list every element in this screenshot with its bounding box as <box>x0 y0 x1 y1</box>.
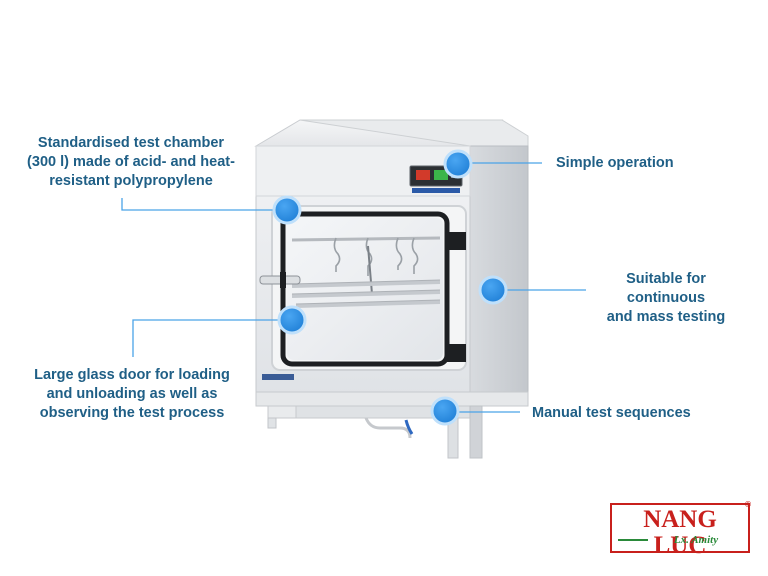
logo-name: NANG LUC <box>643 506 717 559</box>
callout-manual-line-1: Manual test sequences <box>532 405 691 421</box>
callout-simple-line-1: Simple operation <box>556 155 674 171</box>
leader-lines <box>121 162 586 413</box>
marker-suitable <box>478 275 508 305</box>
logo-tagline: Lx. Amity <box>673 534 719 546</box>
door-hinge-top <box>446 232 466 250</box>
marker-chamber <box>272 195 302 225</box>
marker-door <box>277 305 307 335</box>
marker-manual <box>430 396 460 426</box>
glass-door-gasket <box>280 211 450 367</box>
callout-door: Large glass door for loading and unloadi… <box>12 366 252 423</box>
nameplate <box>262 374 294 380</box>
callout-chamber-line-1: Standardised test chamber <box>37 135 225 151</box>
callout-chamber: Standardised test chamber (300 l) made o… <box>6 134 256 191</box>
cabinet-base <box>255 391 529 407</box>
cabinet-side <box>469 145 529 401</box>
logo-frame <box>610 503 750 553</box>
glass-door-window <box>287 218 443 360</box>
marker-simple-operation <box>443 149 473 179</box>
door-hinge-bottom <box>446 344 466 362</box>
callout-suitable-line-1: Suitable for continuous <box>626 271 706 306</box>
callout-suitable: Suitable for continuous and mass testing <box>586 270 746 327</box>
callout-door-line-2: and unloading as well as <box>46 386 218 402</box>
logo-registered-mark: ® <box>744 500 752 509</box>
callout-markers <box>272 149 508 426</box>
callout-suitable-line-2: and mass testing <box>606 309 726 325</box>
callout-manual: Manual test sequences <box>532 404 691 423</box>
callout-door-line-1: Large glass door for loading <box>34 367 230 383</box>
callout-chamber-line-2: (300 l) made of acid- and heat- <box>27 154 235 170</box>
callout-chamber-line-3: resistant polypropylene <box>49 173 213 189</box>
callout-door-line-3: observing the test process <box>39 405 225 421</box>
logo-underline <box>618 539 648 541</box>
callout-simple-operation: Simple operation <box>556 154 674 173</box>
brand-logo: NANG LUC ® Lx. Amity <box>610 500 752 559</box>
